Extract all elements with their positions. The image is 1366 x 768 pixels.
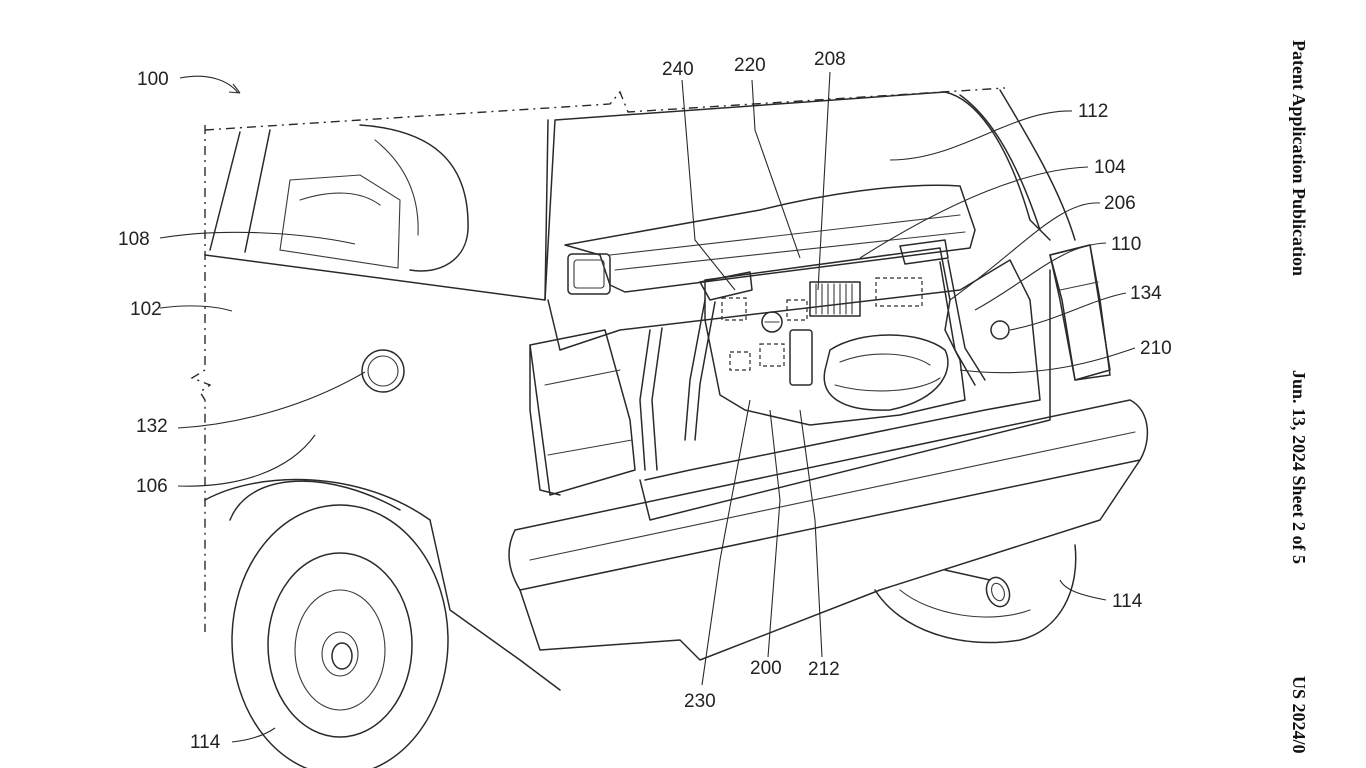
exhaust-pipe [944, 569, 1011, 608]
ref-132: 132 [136, 416, 168, 437]
outlet-134 [990, 320, 1010, 340]
ref-210: 210 [1140, 338, 1172, 359]
ref-106: 106 [136, 476, 168, 497]
fuel-door [361, 349, 405, 393]
leader-lines [159, 71, 1136, 743]
ref-134: 134 [1130, 283, 1162, 304]
ref-200: 200 [750, 658, 782, 679]
tail-lamp-left [529, 329, 636, 496]
break-line-top [204, 87, 1006, 131]
ref-230: 230 [684, 691, 716, 712]
ref-114-right: 114 [1112, 591, 1143, 612]
ref-110: 110 [1111, 234, 1141, 255]
header-date-sheet: Jun. 13, 2024 Sheet 2 of 5 [1289, 370, 1309, 565]
reference-numerals: 100 108 102 132 106 114 240 220 208 112 … [118, 49, 1172, 753]
ref-100: 100 [137, 69, 169, 90]
ref-208: 208 [814, 49, 846, 70]
break-line-left [190, 125, 212, 632]
seat-unit [564, 184, 976, 295]
ref-102: 102 [130, 299, 162, 320]
ref-112: 112 [1078, 101, 1108, 122]
ref-240: 240 [662, 59, 694, 80]
ref-212: 212 [808, 659, 840, 680]
tail-lamp-right [1049, 244, 1111, 381]
ref-108: 108 [118, 229, 150, 250]
vehicle-body [204, 91, 946, 691]
tie-down-straps [639, 259, 986, 471]
ref-104: 104 [1094, 157, 1126, 178]
ref-114-left: 114 [190, 732, 221, 753]
liftgate [944, 89, 1076, 241]
header-pub-number: US 2024/0 [1289, 676, 1309, 754]
ref-206: 206 [1104, 193, 1136, 214]
wheel-left [229, 480, 449, 768]
wheel-right [874, 544, 1077, 644]
vent-grille [809, 281, 861, 317]
ref-220: 220 [734, 55, 766, 76]
power-unit [699, 239, 966, 426]
rear-interior [279, 124, 469, 272]
rear-bumper [508, 399, 1149, 661]
header-publication: Patent Application Publication [1289, 40, 1309, 277]
